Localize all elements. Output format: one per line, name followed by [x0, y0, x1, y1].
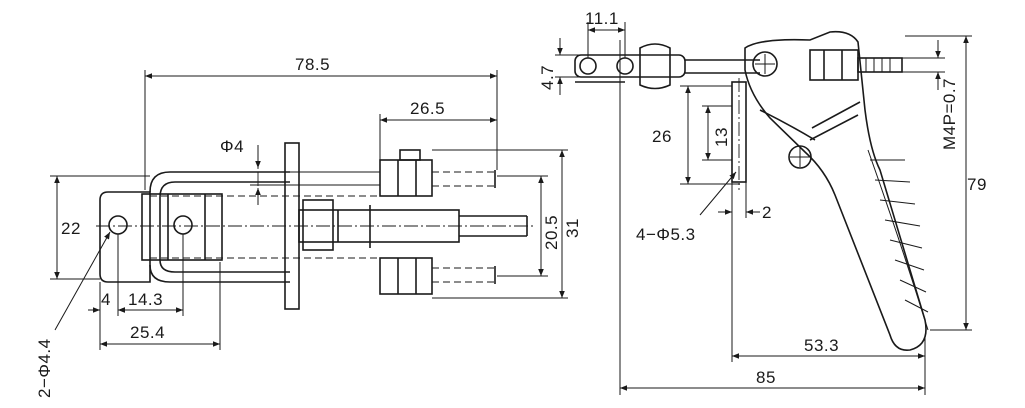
right-pivot-mid [788, 145, 812, 169]
right-plunger [574, 54, 686, 78]
label-holes-left: 2−Φ4.4 [35, 338, 54, 398]
dim-79: 79 [967, 175, 987, 194]
dim-offset-14-3: 14.3 [128, 290, 163, 309]
right-handle [744, 30, 927, 352]
dim-rod-length: 26.5 [410, 99, 445, 118]
left-lower-nut [379, 257, 433, 295]
dim-height-31: 31 [563, 218, 582, 238]
left-bracket [141, 193, 223, 261]
right-nut [809, 49, 859, 81]
dim-offset-4: 4 [101, 290, 111, 309]
dim-pin-diameter: Φ4 [220, 137, 244, 156]
dim-11-1: 11.1 [585, 9, 619, 28]
right-view: 11.1 4.7 26 13 4−Φ5.3 2 M4P=0.7 [538, 9, 987, 395]
left-view: 78.5 26.5 Φ4 22 20.5 31 4 14.3 [35, 55, 582, 398]
dim-13: 13 [712, 127, 731, 147]
dim-26: 26 [652, 127, 672, 146]
dim-height-22: 22 [61, 219, 81, 238]
left-hole-1 [108, 215, 128, 235]
left-hole-2 [173, 215, 193, 235]
dim-2: 2 [762, 203, 772, 222]
left-u-frame [149, 171, 290, 283]
dim-overall-length: 78.5 [295, 55, 330, 74]
dim-thread: M4P=0.7 [940, 78, 959, 150]
left-base-plate [99, 191, 151, 283]
dim-53-3: 53.3 [804, 336, 839, 355]
dim-height-20-5: 20.5 [542, 215, 561, 250]
dim-85: 85 [756, 368, 776, 387]
label-holes-right: 4−Φ5.3 [636, 225, 696, 244]
right-pivot-top [752, 51, 778, 77]
dim-4-7: 4.7 [538, 65, 557, 90]
dim-base-25-4: 25.4 [130, 323, 165, 342]
left-upper-nut [379, 159, 433, 197]
